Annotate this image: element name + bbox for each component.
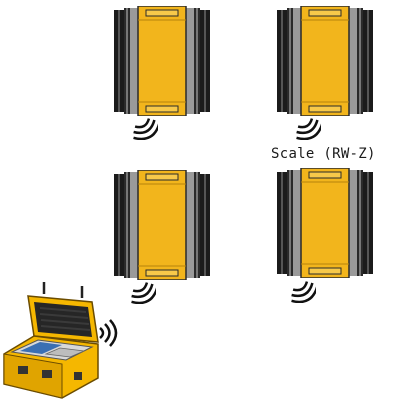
wheel-pad-1-icon	[113, 6, 211, 116]
wheel-pad-3-icon	[113, 170, 211, 280]
wireless-signal-icon	[288, 276, 316, 303]
indicator-case-icon	[3, 282, 99, 399]
wireless-signal-icon	[128, 277, 156, 304]
wireless-signal-icon	[99, 319, 118, 347]
wireless-signal-icon	[293, 113, 321, 140]
wireless-signal-icon	[130, 113, 158, 140]
scale-model-label: Scale (RW-Z)	[271, 146, 376, 162]
wheel-pad-4-icon	[276, 168, 374, 278]
wheel-pad-2-icon	[276, 6, 374, 116]
